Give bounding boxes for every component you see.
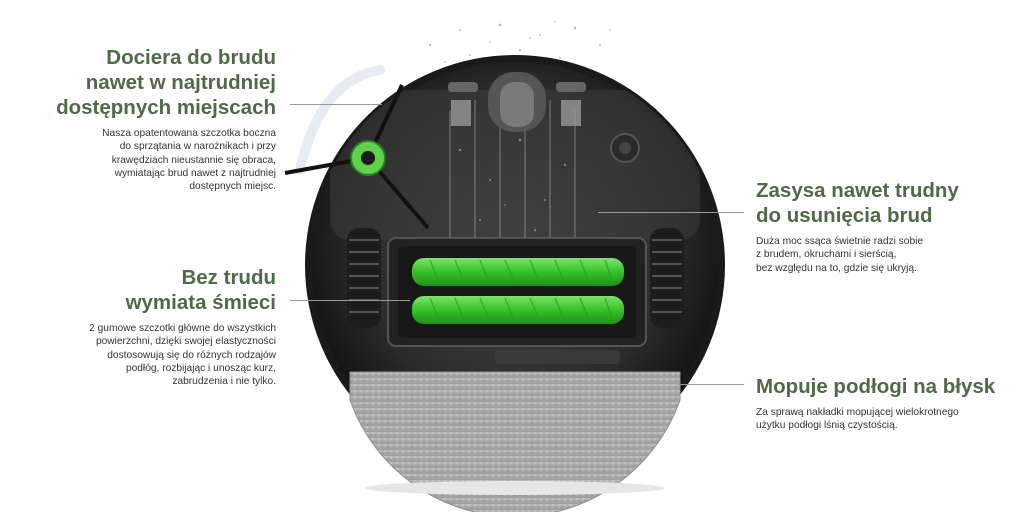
left-wheel — [347, 228, 381, 328]
callout-mop-text: Za sprawą nakładki mopującej wielokrotne… — [756, 407, 959, 432]
callout-mop: Mopuje podłogi na błysk Za sprawą nakład… — [756, 374, 1016, 433]
right-wheel — [650, 228, 684, 328]
mop-pad — [349, 371, 681, 512]
connector-line-sweep — [290, 300, 410, 301]
callout-suction-title: Zasysa nawet trudny do usunięcia brud — [756, 179, 959, 227]
callout-corners: Dociera do brudu nawet w najtrudniej dos… — [40, 45, 276, 193]
callout-sweep: Bez trudu wymiata śmieci 2 gumowe szczot… — [40, 265, 276, 388]
connector-line-mop — [678, 384, 744, 385]
connector-line-suction — [598, 212, 744, 213]
callout-sweep-title: Bez trudu wymiata śmieci — [125, 266, 276, 314]
callout-corners-title: Dociera do brudu nawet w najtrudniej dos… — [56, 46, 276, 119]
callout-suction: Zasysa nawet trudny do usunięcia brud Du… — [756, 178, 996, 275]
side-brush — [284, 84, 430, 230]
callout-sweep-text: 2 gumowe szczotki główne do wszystkich p… — [89, 323, 276, 388]
callout-suction-text: Duża moc ssąca świetnie radzi sobie z br… — [756, 236, 924, 274]
dust-particles — [428, 21, 611, 71]
callout-corners-text: Nasza opatentowana szczotka boczna do sp… — [102, 128, 276, 193]
callout-mop-title: Mopuje podłogi na błysk — [756, 375, 996, 398]
connector-line-corners — [290, 104, 382, 105]
main-brushes — [412, 258, 624, 324]
